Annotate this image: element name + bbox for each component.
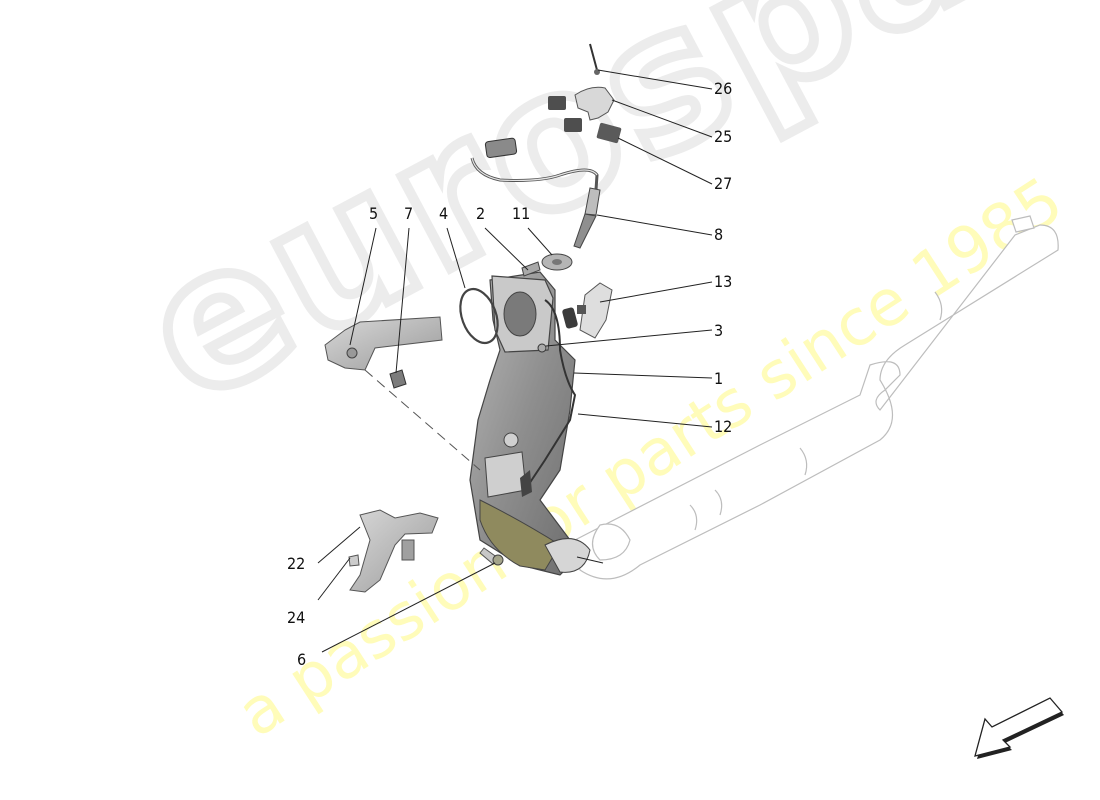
callout-4: 4 (439, 204, 449, 223)
callout-22: 22 (287, 554, 306, 573)
catalytic-converter (469, 271, 591, 576)
callout-25: 25 (714, 127, 733, 146)
direction-arrow-icon (974, 697, 1064, 759)
exhaust-pipe-outline (574, 215, 1059, 580)
gasket-ring (459, 287, 499, 345)
leader-lines (317, 69, 713, 653)
callout-2: 2 (476, 204, 486, 223)
callout-12: 12 (714, 417, 733, 436)
callout-27: 27 (714, 174, 733, 193)
callout-13: 13 (714, 272, 733, 291)
callout-6: 6 (297, 650, 307, 669)
callout-3: 3 (714, 321, 724, 340)
callout-26: 26 (714, 79, 733, 98)
callout-7: 7 (404, 204, 414, 223)
callout-11: 11 (512, 204, 531, 223)
callout-5: 5 (369, 204, 379, 223)
callout-1: 1 (714, 369, 724, 388)
callout-8: 8 (714, 225, 724, 244)
callout-24: 24 (287, 608, 306, 627)
